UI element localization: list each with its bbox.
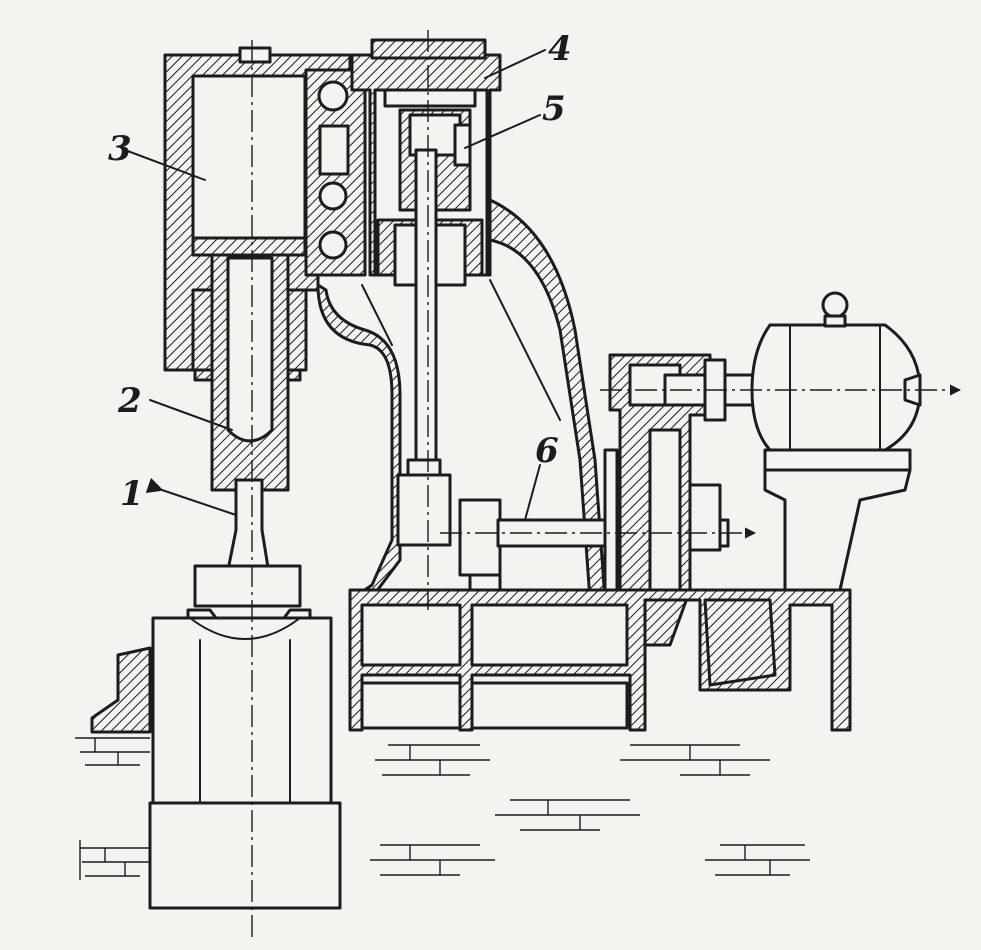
connecting-rod [396,148,452,547]
callout-4: 4 [548,29,572,69]
brake-band [603,448,619,602]
air-channel-block [304,68,367,277]
callout-5: 5 [542,89,566,129]
cylinder-top-plug [238,46,272,64]
callout-3: 3 [108,129,132,169]
motor-lifting-eye [821,291,849,319]
motor-pedestal [763,468,912,592]
callout-5-leader [464,114,541,149]
electric-motor [750,291,922,592]
callout-2-leader [149,399,233,431]
foundation-bricks [75,737,810,880]
working-cylinder-chamber [191,74,307,240]
left-bracket [90,646,152,734]
anvil-block [151,616,333,805]
base-frame [348,588,852,732]
callout-1-leader [145,477,237,516]
callout-2: 2 [117,381,142,421]
compressor-cylinder [350,38,502,287]
anvil-foundation [148,801,342,910]
callout-6: 6 [535,431,559,471]
callout-3-leader [124,149,206,181]
gear-housing [603,353,722,647]
callout-1: 1 [120,474,144,514]
callout-6-leader [524,464,541,521]
callout-4-leader [484,49,546,79]
anvil-and-lower-die [148,564,342,910]
ram-piston [210,253,290,492]
